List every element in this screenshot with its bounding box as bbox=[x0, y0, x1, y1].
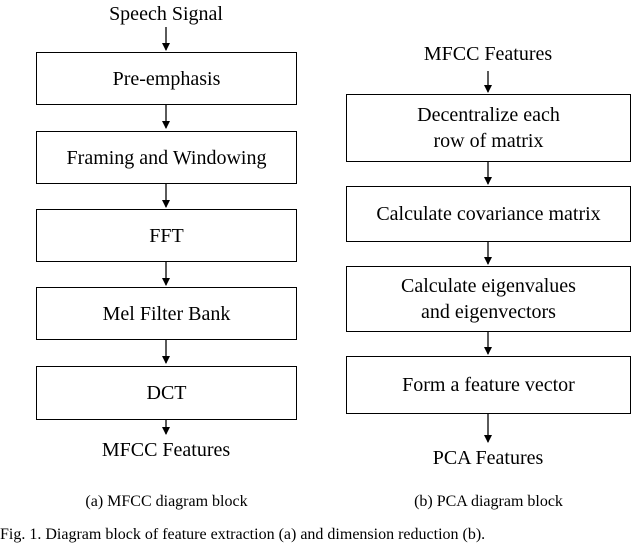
mfcc-output-label: MFCC Features bbox=[101, 439, 231, 461]
mfcc-input-label: Speech Signal bbox=[109, 3, 223, 25]
step-framing-windowing-label: Framing and Windowing bbox=[66, 146, 267, 169]
step-covariance-matrix: Calculate covariance matrix bbox=[346, 186, 631, 242]
step-dct-label: DCT bbox=[146, 382, 187, 404]
step-feature-vector: Form a feature vector bbox=[346, 356, 631, 414]
mfcc-caption: (a) MFCC diagram block bbox=[85, 493, 248, 510]
step-mel-filter-bank-label: Mel Filter Bank bbox=[102, 302, 231, 325]
step-decentralize-label: Decentralize each row of matrix bbox=[417, 104, 560, 152]
step-eigen-label: Calculate eigenvalues and eigenvectors bbox=[401, 275, 576, 323]
step-pre-emphasis-label: Pre-emphasis bbox=[112, 67, 221, 90]
step-mel-filter-bank: Mel Filter Bank bbox=[36, 287, 297, 340]
figure-caption: Fig. 1. Diagram block of feature extract… bbox=[0, 526, 486, 543]
step-fft: FFT bbox=[36, 209, 297, 262]
pca-caption: (b) PCA diagram block bbox=[414, 493, 563, 510]
step-eigen: Calculate eigenvalues and eigenvectors bbox=[346, 266, 631, 332]
step-dct: DCT bbox=[36, 366, 297, 420]
pca-input-label: MFCC Features bbox=[423, 43, 553, 65]
step-covariance-matrix-label: Calculate covariance matrix bbox=[376, 203, 601, 225]
step-framing-windowing: Framing and Windowing bbox=[36, 131, 297, 184]
pca-output-label: PCA Features bbox=[432, 447, 544, 469]
step-pre-emphasis: Pre-emphasis bbox=[36, 52, 297, 105]
step-feature-vector-label: Form a feature vector bbox=[402, 374, 575, 396]
step-decentralize: Decentralize each row of matrix bbox=[346, 94, 631, 162]
step-fft-label: FFT bbox=[149, 224, 184, 247]
